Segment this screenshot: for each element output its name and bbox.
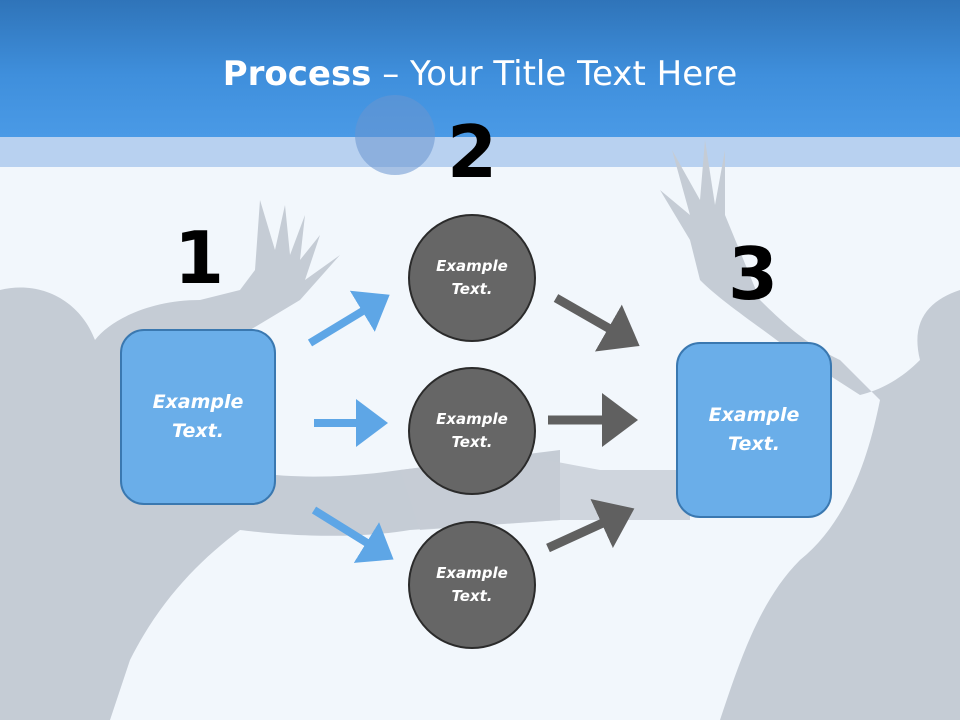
process-circle-top: Example Text. xyxy=(408,214,536,342)
process-circle-middle: Example Text. xyxy=(408,367,536,495)
arrow-box1-to-circle-bottom xyxy=(311,506,394,563)
process-box-right: Example Text. xyxy=(676,342,832,518)
right-player-silhouette xyxy=(660,140,960,720)
slide-title: Process – Your Title Text Here xyxy=(0,54,960,94)
title-bold-part: Process xyxy=(222,54,372,94)
process-box-right-text: Example Text. xyxy=(708,404,800,455)
process-box-left-text: Example Text. xyxy=(152,391,244,442)
process-circle-bottom: Example Text. xyxy=(408,521,536,649)
step-number-1: 1 xyxy=(173,216,225,300)
header-accent-strip xyxy=(0,137,960,167)
ball-silhouette xyxy=(355,95,435,175)
step-number-2: 2 xyxy=(446,110,498,194)
process-box-left: Example Text. xyxy=(120,329,276,505)
process-circle-bottom-text: Example Text. xyxy=(436,564,508,605)
arrow-circle-top-to-box3 xyxy=(553,294,640,352)
process-circle-middle-text: Example Text. xyxy=(436,410,508,451)
step-number-3: 3 xyxy=(727,232,779,316)
arrow-circle-bottom-to-box3 xyxy=(546,498,635,553)
process-circle-top-text: Example Text. xyxy=(436,257,508,298)
arrow-box1-to-circle-top xyxy=(307,290,390,347)
header-banner xyxy=(0,0,960,137)
title-rest-part: – Your Title Text Here xyxy=(371,54,738,94)
